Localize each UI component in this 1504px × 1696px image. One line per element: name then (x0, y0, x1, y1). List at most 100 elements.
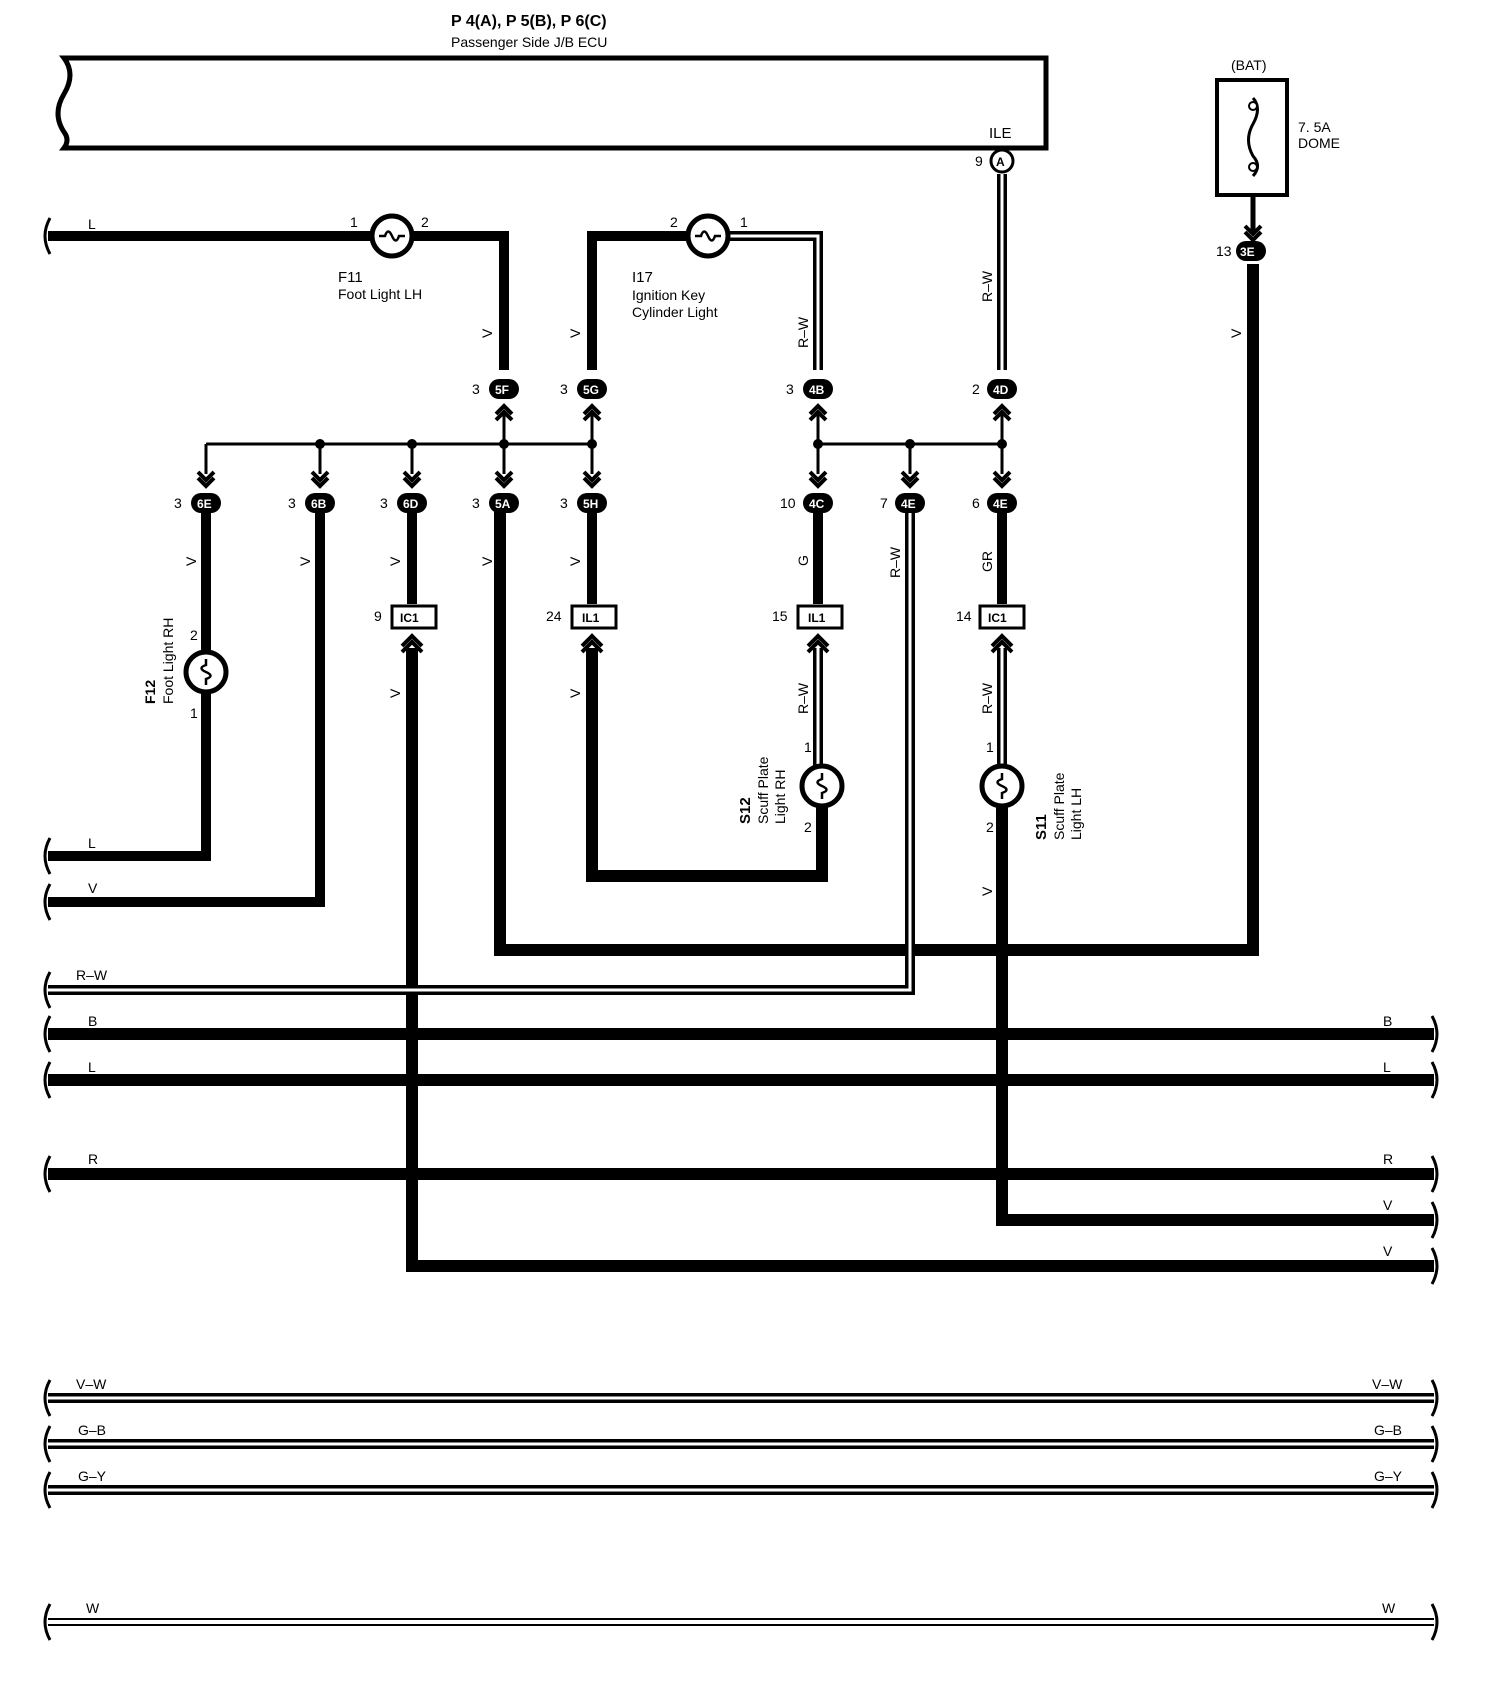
bus-label-right: G–B (1374, 1422, 1402, 1438)
bus-label-left: V–W (76, 1376, 107, 1392)
i17-id: I17 (632, 269, 653, 286)
bus-label-left: V (88, 880, 98, 896)
fuse-rating: 7. 5A (1298, 119, 1331, 135)
bus-label-right: V (1383, 1197, 1393, 1213)
svg-text:5G: 5G (583, 383, 599, 397)
ignition-key-cylinder-light: 2 1 I17 Ignition Key Cylinder Light (632, 214, 748, 320)
bus-lines (43, 217, 1439, 1641)
svg-text:3: 3 (380, 495, 388, 511)
svg-text:7: 7 (880, 495, 888, 511)
svg-text:3E: 3E (1240, 245, 1255, 259)
svg-text:IL1: IL1 (808, 611, 826, 625)
svg-text:2: 2 (972, 381, 980, 397)
connector-ic1-pin9: 9 IC1 (374, 604, 438, 654)
bus-label-right: V–W (1372, 1376, 1403, 1392)
connector-3e: 13 3E (1216, 241, 1266, 261)
svg-text:Foot Light RH: Foot Light RH (160, 618, 176, 704)
svg-text:Light LH: Light LH (1068, 788, 1084, 840)
connector-4d: 2 4D (972, 379, 1017, 422)
svg-text:5A: 5A (495, 497, 511, 511)
splice-points (315, 439, 1007, 449)
bus-label-right: B (1383, 1013, 1392, 1029)
foot-light-lh: 1 2 F11 Foot Light LH (338, 214, 429, 302)
svg-text:1: 1 (986, 739, 994, 755)
svg-text:4E: 4E (901, 497, 916, 511)
svg-text:Scuff Plate: Scuff Plate (1051, 772, 1067, 840)
bus-label-right: W (1382, 1600, 1396, 1616)
connector-4c: 10 4C (780, 470, 833, 513)
svg-text:1: 1 (804, 739, 812, 755)
connector-5f: 3 5F (472, 379, 519, 422)
svg-text:S11: S11 (1033, 814, 1050, 840)
connector-6d: 3 6D (380, 470, 427, 513)
svg-text:S12: S12 (737, 797, 754, 824)
junction-block-ecu: P 4(A), P 5(B), P 6(C) Passenger Side J/… (55, 13, 1049, 151)
connector-5a: 3 5A (472, 470, 519, 513)
bus-label-right: R (1383, 1151, 1393, 1167)
scuff-plate-light-rh: 1 2 S12 Scuff Plate Light RH (737, 739, 842, 835)
svg-text:R–W: R–W (979, 682, 995, 714)
svg-text:IC1: IC1 (400, 611, 419, 625)
svg-text:V: V (387, 556, 403, 566)
svg-text:V: V (567, 688, 583, 698)
svg-text:2: 2 (670, 214, 678, 230)
bus-label-left: R–W (76, 967, 108, 983)
svg-text:V: V (979, 886, 995, 896)
connector-4e-pin7: 7 4E (880, 470, 925, 513)
svg-text:L: L (88, 216, 96, 232)
connector-il1-pin24: 24 IL1 (546, 604, 618, 654)
svg-text:2: 2 (986, 819, 994, 835)
bus-label-left: G–B (78, 1422, 106, 1438)
ecu-terminal-conn: A (996, 155, 1005, 169)
svg-text:5F: 5F (495, 383, 509, 397)
svg-text:G: G (795, 555, 811, 566)
svg-text:4D: 4D (993, 383, 1009, 397)
bus-label-left: L (88, 835, 96, 851)
connector-5g: 3 5G (560, 379, 607, 422)
svg-text:4B: 4B (809, 383, 825, 397)
svg-text:GR: GR (979, 551, 995, 572)
ecu-terminal-pin: 9 (975, 153, 983, 169)
svg-text:R–W: R–W (795, 682, 811, 714)
svg-text:3: 3 (560, 381, 568, 397)
dome-fuse: (BAT) 7. 5A DOME (1215, 57, 1340, 197)
svg-text:V: V (567, 556, 583, 566)
svg-text:14: 14 (956, 608, 972, 624)
f11-name: Foot Light LH (338, 286, 422, 302)
svg-text:Cylinder Light: Cylinder Light (632, 304, 718, 320)
svg-text:5H: 5H (583, 497, 598, 511)
ecu-terminal-label: ILE (989, 125, 1012, 142)
scuff-plate-light-lh: 1 2 S11 Scuff Plate Light LH (982, 739, 1084, 840)
bus-label-right: V (1383, 1243, 1393, 1259)
svg-text:2: 2 (421, 214, 429, 230)
svg-text:3: 3 (560, 495, 568, 511)
svg-text:6B: 6B (311, 497, 327, 511)
connector-5h: 3 5H (560, 470, 607, 513)
svg-text:6: 6 (972, 495, 980, 511)
bus-labels: L V R–W B B L L R R V V V–W V–W G–B G–B … (76, 835, 1403, 1616)
ecu-title: P 4(A), P 5(B), P 6(C) (451, 13, 607, 30)
svg-text:1: 1 (190, 705, 198, 721)
ecu-subtitle: Passenger Side J/B ECU (451, 34, 607, 50)
svg-text:R–W: R–W (795, 316, 811, 348)
fuse-source: (BAT) (1231, 57, 1267, 73)
svg-text:V: V (183, 556, 199, 566)
bus-label-right: G–Y (1374, 1468, 1403, 1484)
svg-text:15: 15 (772, 608, 788, 624)
svg-text:3: 3 (472, 381, 480, 397)
svg-text:3: 3 (288, 495, 296, 511)
ecu-terminal-a: 9 A (975, 148, 1015, 174)
connector-4e-pin6: 6 4E (972, 470, 1017, 513)
svg-text:R–W: R–W (887, 546, 903, 578)
svg-text:Light RH: Light RH (772, 770, 788, 824)
bus-label-left: L (88, 1059, 96, 1075)
connector-6b: 3 6B (288, 470, 335, 513)
wire-color-labels: L V V R–W R–W V V V V V V V V G R–W GR R… (88, 216, 1244, 896)
svg-text:24: 24 (546, 608, 562, 624)
svg-text:1: 1 (350, 214, 358, 230)
svg-text:4E: 4E (993, 497, 1008, 511)
bus-label-right: L (1383, 1059, 1391, 1075)
svg-text:V: V (567, 328, 583, 338)
svg-text:V: V (1228, 328, 1244, 338)
